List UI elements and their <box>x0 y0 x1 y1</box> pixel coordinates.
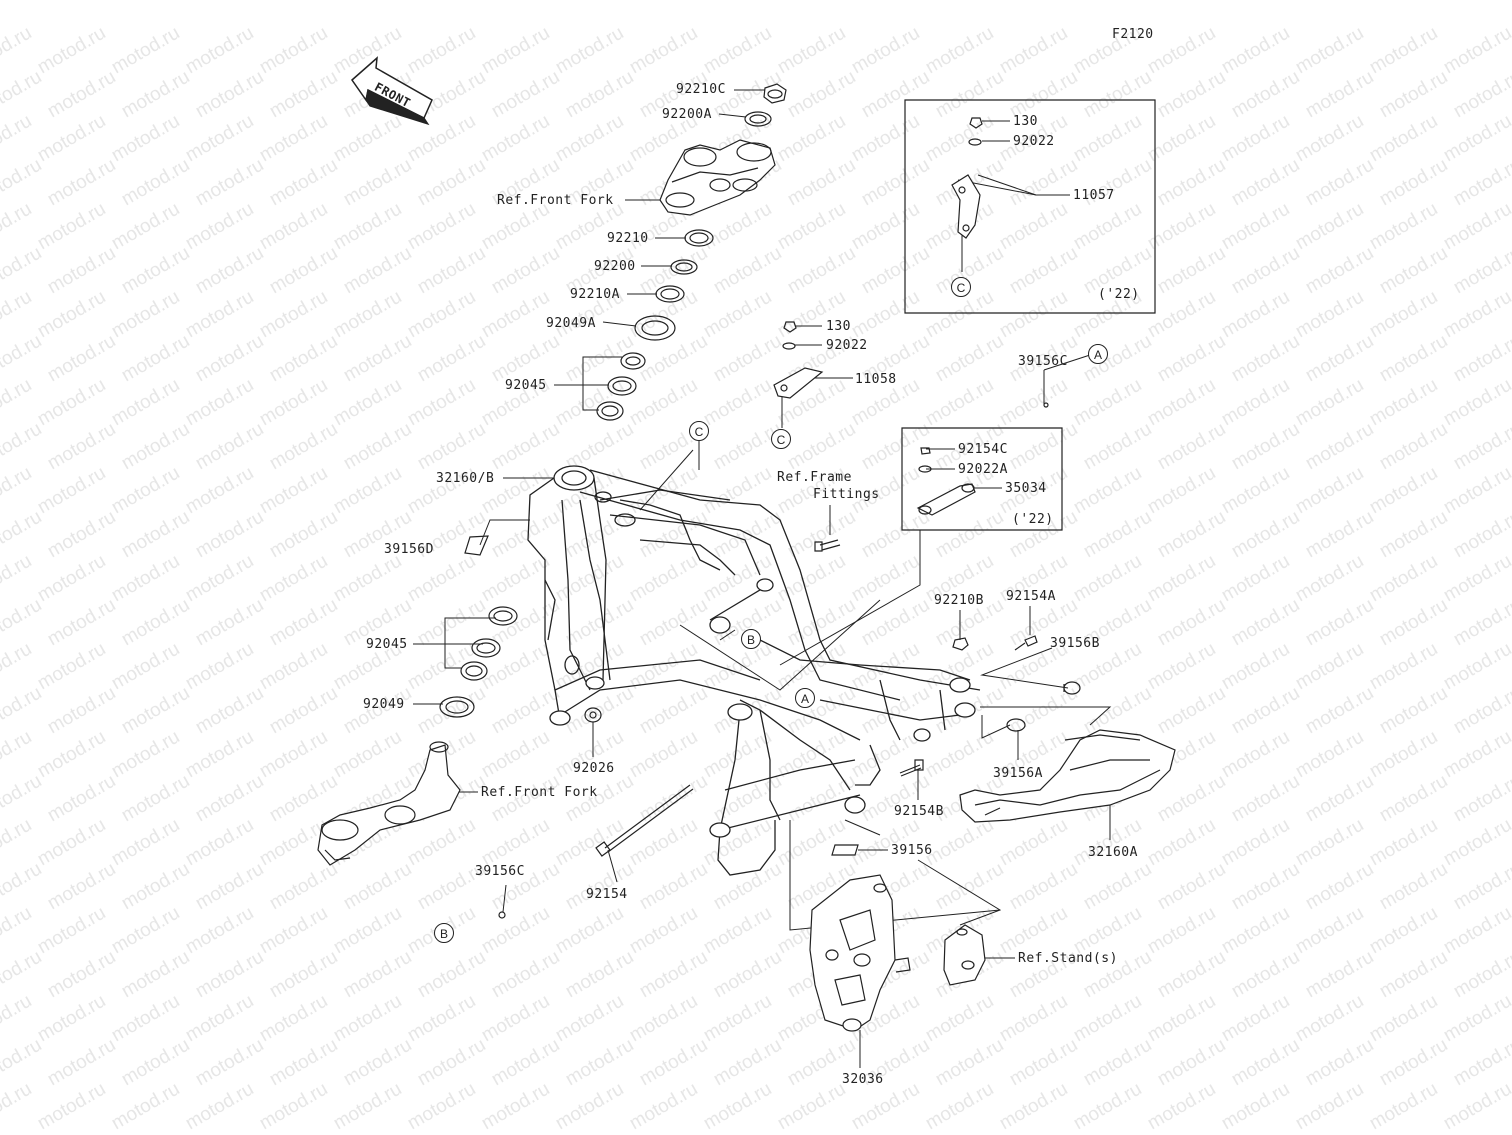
year-note-box2: ('22) <box>1012 512 1054 527</box>
part-92022-mid: 92022 <box>826 338 868 353</box>
part-92200: 92200 <box>594 259 636 274</box>
part-92210: 92210 <box>607 231 649 246</box>
diagram-code: F2120 <box>1112 27 1154 42</box>
stand-bracket-32036 <box>810 875 985 1031</box>
lower-steering-parts <box>318 607 517 865</box>
part-92154: 92154 <box>586 887 628 902</box>
part-130-box: 130 <box>1013 114 1038 129</box>
box1-bracket-parts <box>952 118 982 238</box>
ref-frame-fittings-line1: Ref.Frame <box>777 470 852 485</box>
small-parts <box>465 403 1080 918</box>
ref-front-fork-bottom: Ref.Front Fork <box>481 785 598 800</box>
link-35034 <box>918 448 975 515</box>
part-92049A: 92049A <box>546 316 596 331</box>
option-boxes <box>902 100 1155 530</box>
part-39156D: 39156D <box>384 542 434 557</box>
callout-c-box1: C <box>951 277 971 297</box>
front-arrow-icon <box>352 58 432 124</box>
ref-frame-fittings-line2: Fittings <box>813 487 880 502</box>
part-11057: 11057 <box>1073 188 1115 203</box>
part-92026: 92026 <box>573 761 615 776</box>
part-92022A: 92022A <box>958 462 1008 477</box>
part-39156A: 39156A <box>993 766 1043 781</box>
part-11058: 11058 <box>855 372 897 387</box>
ref-stands: Ref.Stand(s) <box>1018 951 1118 966</box>
part-92200A: 92200A <box>662 107 712 122</box>
year-note-box1: ('22) <box>1098 287 1140 302</box>
part-32160A: 32160A <box>1088 845 1138 860</box>
part-32036: 32036 <box>842 1072 884 1087</box>
callout-c-frame: C <box>689 421 709 441</box>
callout-a-top: A <box>1088 344 1108 364</box>
part-92210C: 92210C <box>676 82 726 97</box>
part-92154B: 92154B <box>894 804 944 819</box>
main-frame <box>528 466 980 875</box>
part-35034: 35034 <box>1005 481 1047 496</box>
part-92154A: 92154A <box>1006 589 1056 604</box>
part-39156: 39156 <box>891 843 933 858</box>
part-92045-bottom: 92045 <box>366 637 408 652</box>
callout-b-frame: B <box>741 629 761 649</box>
ref-front-fork-top: Ref.Front Fork <box>497 193 614 208</box>
part-92022-box: 92022 <box>1013 134 1055 149</box>
rear-frame-32160a <box>960 730 1175 822</box>
part-39156C-top: 39156C <box>1018 354 1068 369</box>
part-92210B: 92210B <box>934 593 984 608</box>
callout-c-bracket: C <box>771 429 791 449</box>
steering-top-parts <box>597 84 786 420</box>
part-32160B: 32160/B <box>436 471 495 486</box>
leader-lines <box>413 90 1110 1068</box>
option-box-2022-bracket <box>905 100 1155 313</box>
callout-a-frame: A <box>795 688 815 708</box>
callout-b-bottom: B <box>434 923 454 943</box>
part-39156B: 39156B <box>1050 636 1100 651</box>
part-39156C-bottom: 39156C <box>475 864 525 879</box>
part-92154C: 92154C <box>958 442 1008 457</box>
part-92210A: 92210A <box>570 287 620 302</box>
mid-bracket-parts <box>774 322 822 398</box>
part-92045-top: 92045 <box>505 378 547 393</box>
part-92049: 92049 <box>363 697 405 712</box>
part-130-mid: 130 <box>826 319 851 334</box>
